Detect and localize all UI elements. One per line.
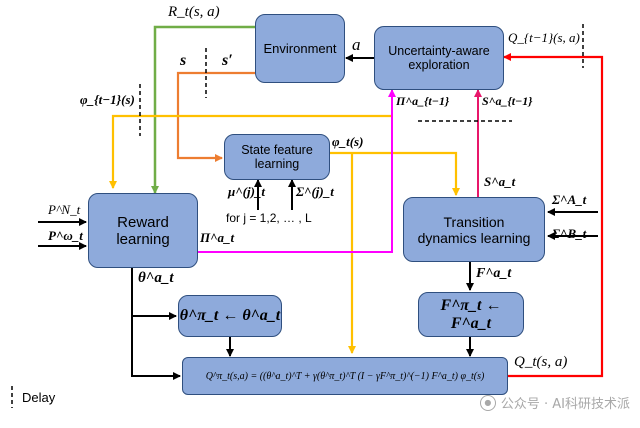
reward-learning-box: Reward learning: [88, 193, 198, 268]
state-feature-label: State feature learning: [241, 143, 313, 171]
sigma-a-label: Σ^A_t: [552, 192, 587, 207]
transition-label: Transition dynamics learning: [417, 213, 531, 246]
transition-box: Transition dynamics learning: [403, 197, 545, 262]
q-feedback-arrow: [503, 53, 604, 378]
reward-signal-label: R_t(s, a): [168, 4, 220, 20]
phi-t-label: φ_t(s): [332, 134, 364, 149]
q-equation-label: Q^π_t(s,a) = ((θ^a_t)^T + γ(θ^π_t)^T (I …: [205, 370, 485, 382]
watermark-text: 公众号 · AI科研技术派: [500, 397, 630, 412]
sigma-j-label: Σ^(j)_t: [296, 184, 334, 199]
wechat-icon: ●: [479, 394, 496, 411]
next-state-label: s′: [222, 52, 233, 69]
exploration-label: Uncertainty-aware exploration: [388, 44, 490, 72]
p-n-label: P^N_t: [48, 202, 81, 217]
environment-box: Environment: [255, 14, 345, 83]
q-equation-box: Q^π_t(s,a) = ((θ^a_t)^T + γ(θ^π_t)^T (I …: [182, 357, 508, 395]
phi-prev-label: φ_{t−1}(s): [80, 92, 135, 107]
q-t-label: Q_t(s, a): [514, 354, 568, 370]
state-feature-box: State feature learning: [224, 134, 330, 180]
j-range-label: for j = 1,2, … , L: [226, 211, 312, 225]
f-t-label: F^a_t: [476, 266, 512, 281]
exploration-box: Uncertainty-aware exploration: [374, 26, 504, 90]
mu-label: μ^(j)_t: [228, 184, 266, 199]
delay-label: Delay: [22, 390, 56, 405]
f-update-box: F^π_t ← F^a_t: [418, 292, 524, 337]
f-update-label: F^π_t ← F^a_t: [440, 296, 502, 332]
watermark: ● 公众号 · AI科研技术派: [479, 393, 630, 412]
pi-t-label: Π^a_t: [200, 230, 235, 245]
state-label: s: [180, 52, 187, 69]
sigma-b-label: Σ^B_t: [552, 226, 587, 241]
reward-learning-label: Reward learning: [116, 213, 170, 248]
action-label: a: [352, 35, 361, 54]
phi-prev-arrow: [109, 114, 393, 189]
theta-update-box: θ^π_t ← θ^a_t: [178, 295, 282, 337]
p-omega-label: P^ω_t: [48, 228, 83, 243]
q-prev-label: Q_{t−1}(s, a): [508, 30, 580, 45]
s-t-label: S^a_t: [484, 174, 516, 189]
reward-signal-arrow: [151, 25, 255, 194]
s-prev-label: S^a_{t−1}: [482, 94, 533, 108]
environment-label: Environment: [263, 41, 337, 56]
pi-arrow: [198, 89, 396, 253]
theta-arrow-q: [131, 316, 181, 380]
theta-update-label: θ^π_t ← θ^a_t: [179, 307, 281, 324]
theta-t-label: θ^a_t: [138, 270, 174, 286]
phi-t-arrow-transition: [330, 151, 460, 196]
pi-prev-label: Π^a_{t−1}: [396, 94, 450, 108]
